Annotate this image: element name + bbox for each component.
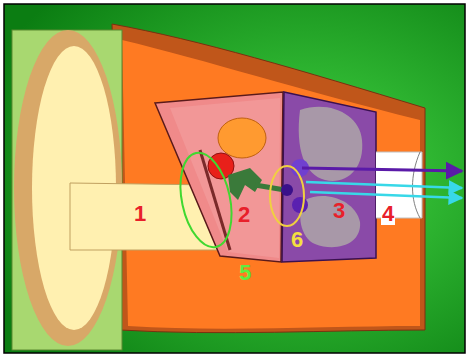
callout-number: 6 (290, 229, 304, 251)
callout-number: 5 (238, 262, 252, 284)
callout-number: 3 (332, 200, 346, 222)
callout-number: 4 (381, 203, 395, 225)
callout-number: 1 (133, 203, 147, 225)
callout-number: 2 (237, 204, 251, 226)
